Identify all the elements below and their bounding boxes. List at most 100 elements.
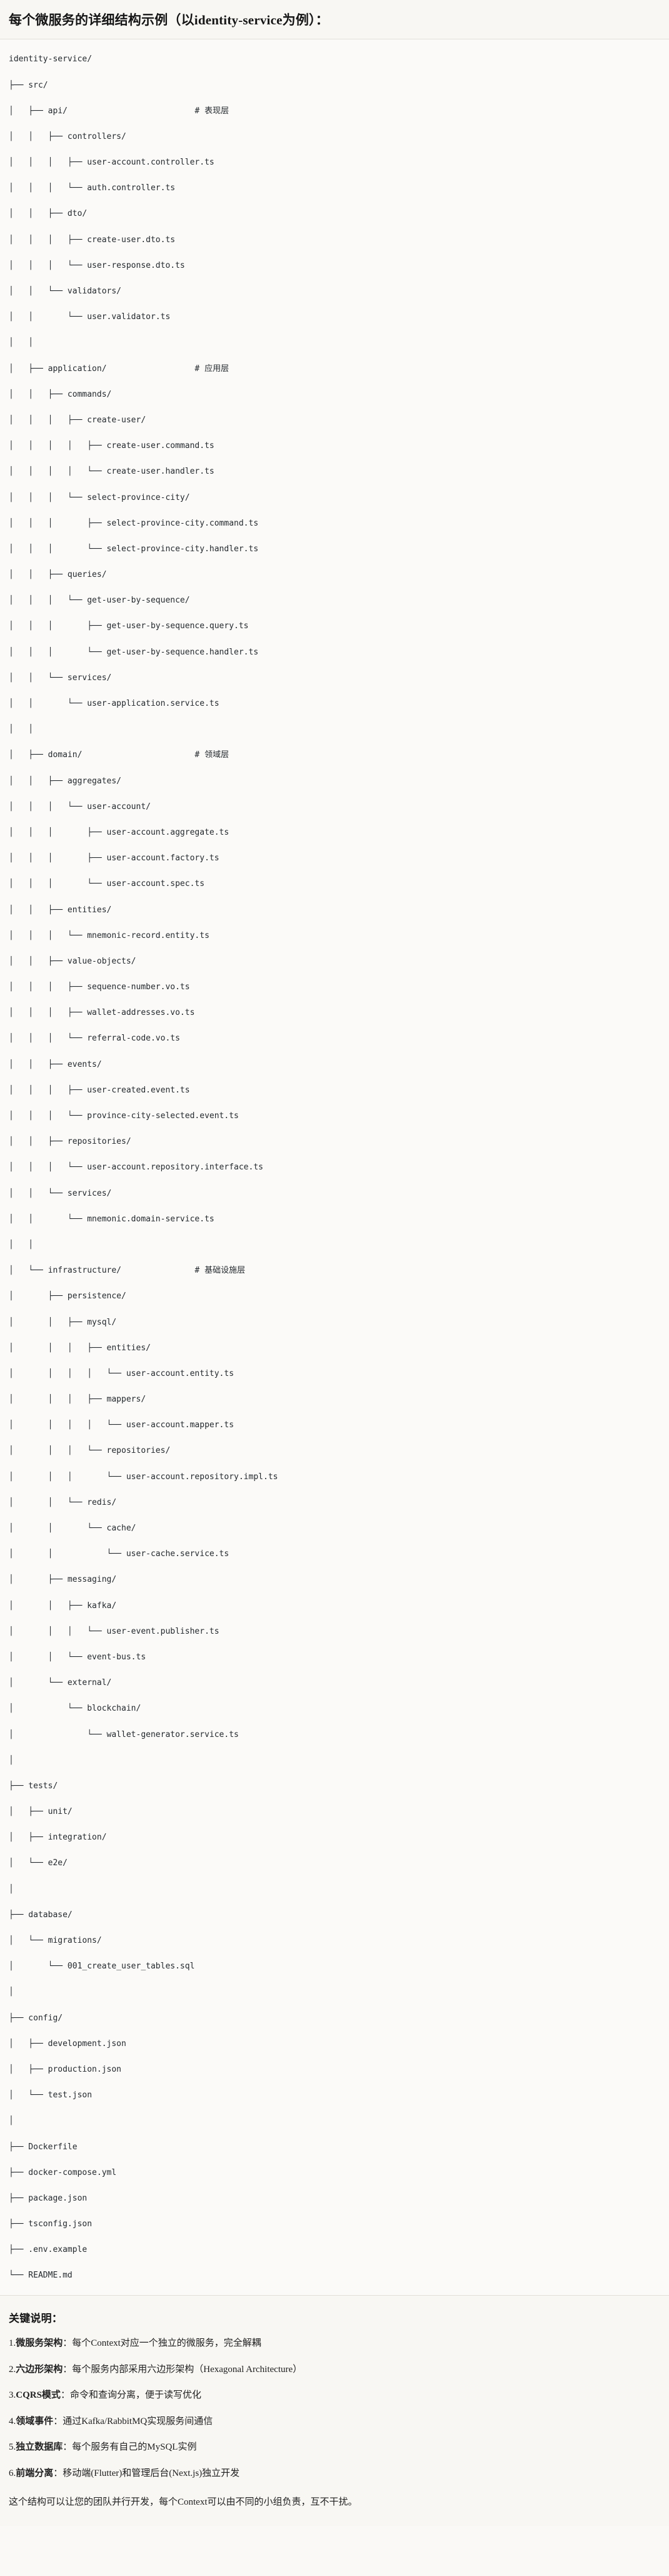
tree-row: │ │ ├── events/ xyxy=(9,1059,102,1069)
tree-row: │ │ └── user-application.service.ts xyxy=(9,699,219,709)
tree-row: │ │ └── services/ xyxy=(9,673,112,683)
tree-row: │ │ │ └── province-city-selected.event.t… xyxy=(9,1111,239,1121)
key-note-separator: ： xyxy=(63,2338,73,2349)
key-note-number: 5. xyxy=(9,2442,16,2453)
tree-row: │ └── 001_create_user_tables.sql xyxy=(9,1962,195,1972)
tree-row: │ │ │ ├── user-account.controller.ts xyxy=(9,158,214,168)
tree-row: │ ├── messaging/ xyxy=(9,1575,117,1585)
tree-row: identity-service/ xyxy=(9,54,93,64)
tree-row: │ │ └── user-cache.service.ts xyxy=(9,1549,229,1559)
tree-row: ├── Dockerfile xyxy=(9,2142,78,2152)
tree-row: │ │ │ └── referral-code.vo.ts xyxy=(9,1034,180,1044)
key-note-description: 每个服务有自己的MySQL实例 xyxy=(72,2442,197,2453)
tree-row: │ │ │ └── get-user-by-sequence/ xyxy=(9,596,190,606)
tree-layer-comment: # 应用层 xyxy=(194,364,229,374)
tree-row: │ │ └── validators/ xyxy=(9,287,122,297)
tree-row: │ │ │ ├── select-province-city.command.t… xyxy=(9,518,259,528)
tree-row: │ ├── production.json xyxy=(9,2064,122,2074)
key-note-number: 6. xyxy=(9,2468,16,2478)
tree-row: │ │ │ └── user-account.spec.ts xyxy=(9,879,205,889)
closing-paragraph: 这个结构可以让您的团队并行开发，每个Context可以由不同的小组负责，互不干扰… xyxy=(9,2497,358,2508)
key-note-description: 命令和查询分离，便于读写优化 xyxy=(69,2390,201,2401)
tree-row: │ └── wallet-generator.service.ts xyxy=(9,1729,239,1739)
tree-row: │ ├── application/ # 应用层 xyxy=(9,363,660,376)
key-note-item: 3.CQRS模式：命令和查询分离，便于读写优化 xyxy=(9,2388,660,2403)
tree-row: │ │ └── redis/ xyxy=(9,1497,117,1507)
tree-row: ├── package.json xyxy=(9,2193,88,2203)
tree-row: │ │ │ └── user-event.publisher.ts xyxy=(9,1626,219,1636)
tree-row: │ │ │ ├── sequence-number.vo.ts xyxy=(9,982,190,992)
tree-node-label: │ └── infrastructure/ xyxy=(9,1266,195,1276)
tree-row: │ │ │ ├── create-user.dto.ts xyxy=(9,235,176,245)
key-note-item: 1.微服务架构：每个Context对应一个独立的微服务，完全解耦 xyxy=(9,2336,660,2351)
tree-row: │ │ │ │ └── user-account.mapper.ts xyxy=(9,1420,234,1430)
key-note-term: 独立数据库 xyxy=(16,2442,63,2453)
tree-row: │ │ └── user.validator.ts xyxy=(9,312,171,322)
tree-row: │ │ ├── value-objects/ xyxy=(9,956,136,966)
tree-row: │ │ └── cache/ xyxy=(9,1524,136,1534)
tree-row: │ │ │ └── repositories/ xyxy=(9,1446,171,1456)
tree-row: │ ├── unit/ xyxy=(9,1807,73,1817)
tree-row: │ xyxy=(9,1755,14,1765)
tree-row: │ │ │ └── user-account.repository.interf… xyxy=(9,1163,263,1173)
key-notes-list: 1.微服务架构：每个Context对应一个独立的微服务，完全解耦 2.六边形架构：… xyxy=(9,2336,660,2480)
tree-row: │ │ │ ├── user-account.factory.ts xyxy=(9,853,219,863)
key-note-description: 每个服务内部采用六边形架构（Hexagonal Architecture） xyxy=(72,2364,303,2375)
key-note-separator: ： xyxy=(53,2416,63,2426)
tree-row: │ │ │ └── mnemonic-record.entity.ts xyxy=(9,930,209,940)
tree-row: │ │ │ └── user-response.dto.ts xyxy=(9,260,185,270)
tree-row: │ └── infrastructure/ # 基础设施层 xyxy=(9,1265,660,1278)
key-note-item: 2.六边形架构：每个服务内部采用六边形架构（Hexagonal Architec… xyxy=(9,2363,660,2377)
tree-row: │ │ │ │ └── create-user.handler.ts xyxy=(9,467,214,477)
directory-tree: identity-service/ ├── src/ │ ├── api/ # … xyxy=(9,53,660,2283)
page-title: 每个微服务的详细结构示例（以identity-service为例）： xyxy=(9,13,329,28)
key-note-term: CQRS模式 xyxy=(16,2390,61,2401)
tree-row: │ xyxy=(9,2116,14,2126)
tree-row: │ │ └── services/ xyxy=(9,1188,112,1198)
key-note-number: 4. xyxy=(9,2416,16,2426)
key-note-item: 6.前端分离：移动端(Flutter)和管理后台(Next.js)独立开发 xyxy=(9,2467,660,2481)
key-note-term: 领域事件 xyxy=(16,2416,54,2426)
tree-row: │ xyxy=(9,1884,14,1894)
tree-row: │ │ │ ├── get-user-by-sequence.query.ts xyxy=(9,621,249,631)
tree-row: │ │ │ └── select-province-city/ xyxy=(9,492,190,502)
tree-row: │ │ │ └── user-account/ xyxy=(9,802,151,812)
tree-row: │ │ │ └── auth.controller.ts xyxy=(9,183,176,193)
tree-row: │ │ │ ├── mappers/ xyxy=(9,1395,146,1405)
tree-layer-comment: # 基础设施层 xyxy=(194,1266,246,1276)
tree-row: │ └── e2e/ xyxy=(9,1858,68,1868)
key-note-item: 4.领域事件：通过Kafka/RabbitMQ实现服务间通信 xyxy=(9,2415,660,2429)
tree-row: │ │ │ └── user-account.repository.impl.t… xyxy=(9,1472,278,1482)
tree-row: │ │ ├── entities/ xyxy=(9,905,112,915)
tree-row: │ │ ├── dto/ xyxy=(9,209,88,219)
tree-node-label: │ ├── application/ xyxy=(9,364,195,374)
directory-tree-code: identity-service/ ├── src/ │ ├── api/ # … xyxy=(9,53,660,2283)
tree-row: │ ├── development.json xyxy=(9,2039,126,2049)
key-note-item: 5.独立数据库：每个服务有自己的MySQL实例 xyxy=(9,2440,660,2455)
tree-row: │ └── blockchain/ xyxy=(9,1704,141,1714)
tree-row: │ │ xyxy=(9,725,34,735)
tree-row: └── README.md xyxy=(9,2271,73,2281)
tree-row: │ │ └── mnemonic.domain-service.ts xyxy=(9,1214,214,1224)
tree-row: │ │ │ │ └── user-account.entity.ts xyxy=(9,1368,234,1378)
tree-row: │ │ │ │ ├── create-user.command.ts xyxy=(9,441,214,451)
key-note-term: 六边形架构 xyxy=(16,2364,63,2375)
tree-row: │ └── external/ xyxy=(9,1678,112,1688)
tree-row: │ │ │ └── select-province-city.handler.t… xyxy=(9,544,259,554)
tree-row: │ │ ├── commands/ xyxy=(9,389,112,399)
tree-row: │ │ ├── mysql/ xyxy=(9,1317,117,1327)
tree-row: │ │ │ ├── entities/ xyxy=(9,1343,151,1353)
key-note-separator: ： xyxy=(53,2468,63,2478)
tree-row: ├── config/ xyxy=(9,2013,63,2023)
tree-row: │ │ xyxy=(9,1240,34,1250)
tree-row: │ │ ├── repositories/ xyxy=(9,1137,131,1147)
tree-node-label: │ ├── api/ xyxy=(9,106,195,116)
directory-tree-block: identity-service/ ├── src/ │ ├── api/ # … xyxy=(0,39,669,2296)
tree-row: │ │ │ └── get-user-by-sequence.handler.t… xyxy=(9,647,259,657)
tree-row: ├── .env.example xyxy=(9,2245,88,2255)
tree-row: │ └── test.json xyxy=(9,2090,93,2100)
tree-row: │ │ │ ├── wallet-addresses.vo.ts xyxy=(9,1008,195,1018)
tree-row: ├── src/ xyxy=(9,80,48,90)
key-note-number: 3. xyxy=(9,2390,16,2401)
